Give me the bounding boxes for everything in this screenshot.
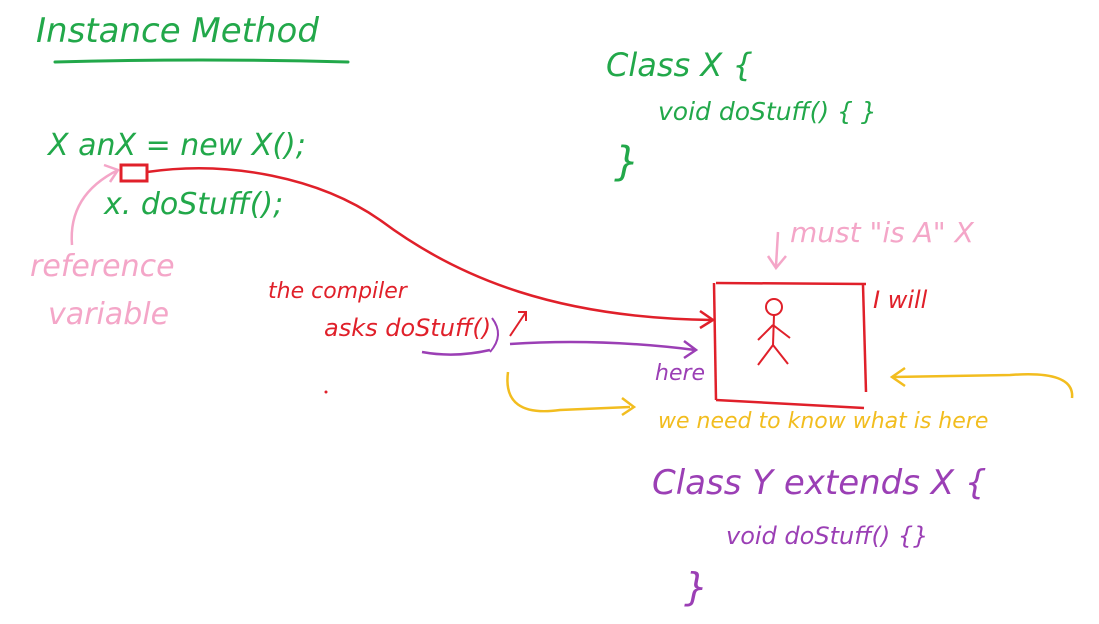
class-x-line2: void doStuff() { } [658,97,877,126]
pink-pointer-arrow [70,168,119,246]
title-text: Instance Method [36,11,319,51]
reference-arrow-head [699,309,716,330]
title-underline [53,58,350,64]
stick-figure-icon [757,298,791,366]
purple-underline [421,348,491,356]
reference-arrow-line [146,167,713,322]
class-y-line2: void doStuff() {} [726,522,928,550]
object-box-left [712,282,718,401]
i-will-label: I will [873,286,928,314]
pink-down-arrow [766,231,787,271]
purple-bracket [489,317,499,353]
compiler-note-line1: the compiler [268,279,409,304]
reference-box [119,163,149,183]
class-y-line1: Class Y extends X { [652,463,987,503]
reference-label-line1: reference [30,249,175,284]
class-y-line3: } [684,565,708,609]
object-box-right [861,284,868,393]
object-box-top [715,281,867,286]
yellow-left-arrow-head [621,397,637,417]
purple-arrow-line [509,340,696,352]
object-box-bottom [715,398,865,410]
compiler-small-arrow [509,311,527,337]
here-label: here [655,361,705,386]
pink-pointer-arrow-head [103,163,120,183]
class-x-line3: } [614,139,639,185]
code-line2: x. doStuff(); [103,187,283,222]
reference-label-line2: variable [48,297,169,332]
purple-arrow-head [683,340,699,360]
must-is-a-label: must "is A" X [790,216,975,249]
red-dot [324,390,328,394]
yellow-right-arrow-head [889,366,906,388]
compiler-note-line2: asks doStuff() [324,314,491,342]
need-to-know-label: we need to know what is here [658,409,988,434]
class-x-line1: Class X { [606,46,753,84]
code-line1: X anX = new X(); [46,128,306,163]
yellow-left-arrow-line [506,371,631,413]
yellow-right-arrow-line [891,373,1074,399]
